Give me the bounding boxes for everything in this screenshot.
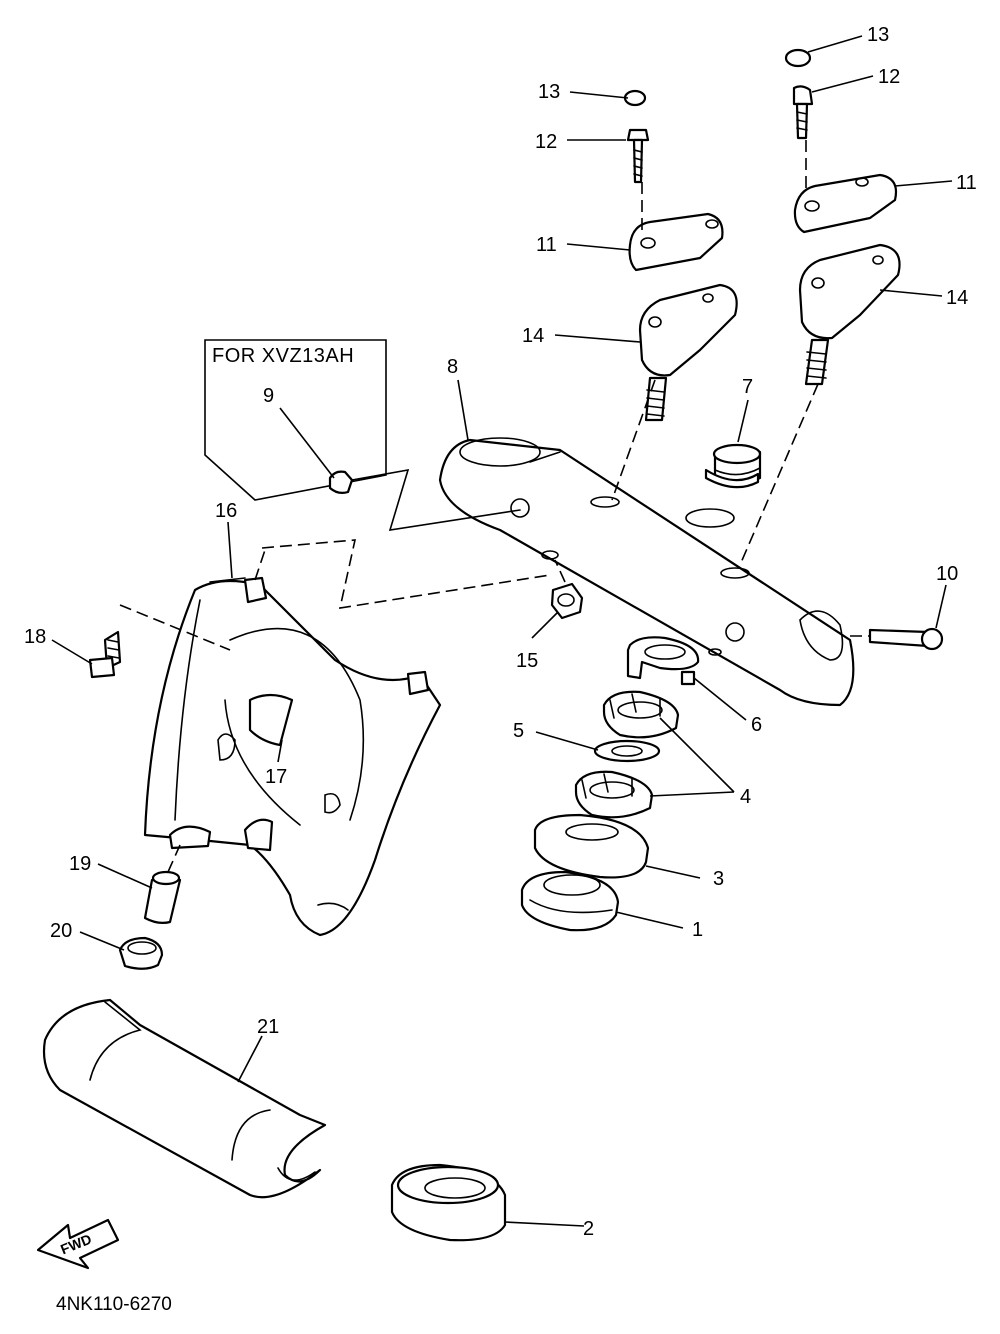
callout-11-right: 11 — [956, 172, 977, 194]
bolt-part-12-right — [792, 85, 814, 106]
callout-17: 17 — [265, 766, 288, 788]
callout-13-left: 13 — [538, 81, 561, 103]
callout-6: 6 — [751, 714, 763, 736]
callout-4: 4 — [740, 786, 752, 808]
drawing-code: 4NK110-6270 — [56, 1294, 172, 1315]
callout-14-right: 14 — [946, 287, 969, 309]
cover-part-16 — [143, 576, 442, 937]
bearing-part-1 — [520, 870, 620, 932]
cover-part-3 — [533, 813, 650, 879]
callout-5: 5 — [513, 720, 525, 742]
left-handlebar-holder-set — [611, 89, 738, 501]
bolt-part-18 — [88, 604, 231, 679]
upper-holder-part-11-right — [793, 173, 898, 234]
variant-note-box — [204, 339, 521, 531]
lower-holder-part-14-left — [638, 283, 738, 377]
ring-nut-part-4-lower — [574, 770, 654, 819]
callout-20: 20 — [50, 920, 73, 942]
callout-13-right: 13 — [867, 24, 890, 46]
lower-holder-part-14-right — [798, 243, 901, 340]
upper-holder-part-11-left — [628, 212, 724, 272]
callout-12-left: 12 — [535, 131, 558, 153]
damper-part-17 — [248, 693, 294, 747]
callout-3: 3 — [713, 868, 725, 890]
forward-arrow-icon — [36, 1218, 120, 1270]
callout-1: 1 — [692, 919, 704, 941]
callout-8: 8 — [447, 356, 459, 378]
leader-lines — [51, 35, 953, 1227]
callout-16: 16 — [215, 500, 238, 522]
callout-14-left: 14 — [522, 325, 545, 347]
pinch-bolt-part-10 — [850, 627, 944, 651]
callout-18: 18 — [24, 626, 47, 648]
callout-19: 19 — [69, 853, 92, 875]
bearing-part-2 — [390, 1163, 507, 1242]
callout-11-left: 11 — [536, 234, 557, 256]
callout-21: 21 — [257, 1016, 280, 1038]
callout-10: 10 — [936, 563, 959, 585]
variant-note-label: FOR XVZ13AH — [212, 345, 355, 367]
bolt-part-12-left — [626, 128, 650, 142]
cover-part-21 — [42, 998, 327, 1199]
ring-nut-part-4-upper — [602, 690, 680, 739]
callout-15: 15 — [516, 650, 539, 672]
callout-7: 7 — [742, 376, 754, 398]
upper-bracket-part-8 — [438, 437, 855, 707]
right-handlebar-holder-set — [739, 48, 901, 566]
grommet-part-9 — [328, 470, 354, 494]
collar-part-19 — [143, 844, 182, 924]
callout-12-right: 12 — [878, 66, 901, 88]
callout-9: 9 — [263, 385, 275, 407]
nut-part-15 — [550, 559, 584, 620]
washer-part-6 — [626, 636, 700, 686]
grommet-part-20 — [118, 936, 164, 970]
cap-part-13-right — [784, 48, 812, 68]
nut-part-7 — [704, 443, 762, 489]
callout-2: 2 — [583, 1218, 595, 1240]
lock-washer-part-5 — [593, 739, 661, 763]
